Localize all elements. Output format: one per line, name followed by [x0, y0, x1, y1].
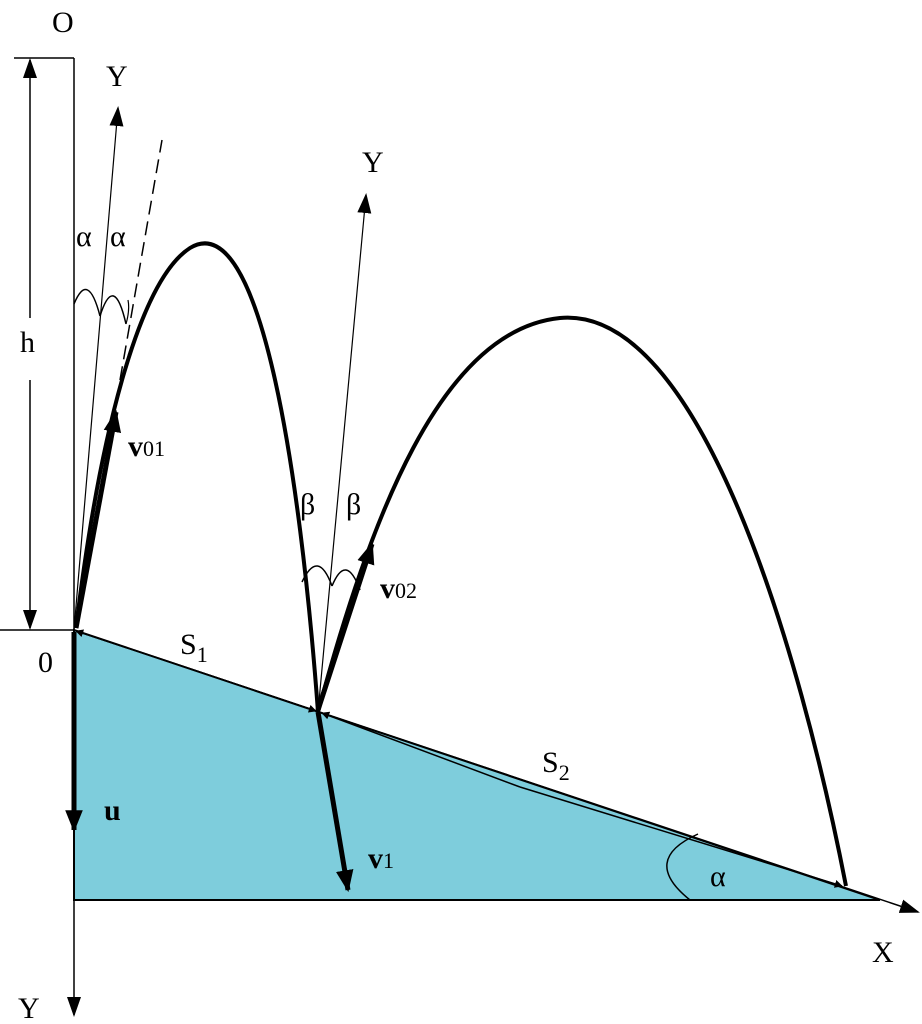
- beta-arc-left: [301, 565, 333, 587]
- height-label: h: [20, 326, 35, 359]
- origin-top-label: O: [52, 6, 74, 39]
- trajectory-2: [316, 315, 848, 887]
- y-axis-1-label: Y: [106, 60, 128, 93]
- y-axis-1: [73, 106, 124, 631]
- u-label: u: [104, 794, 121, 827]
- v1-label: v1: [368, 842, 394, 875]
- v02-label: v02: [380, 572, 417, 605]
- trajectory-1: [74, 241, 320, 713]
- v1-arrow: [315, 711, 354, 893]
- y-axis-2-label: Y: [362, 146, 384, 179]
- beta-left-label: β: [300, 488, 315, 521]
- alpha-incline-label: α: [710, 860, 726, 893]
- s1-segment-arrow-a: [75, 629, 171, 663]
- incline-angle-arc: [666, 833, 699, 901]
- s2-label: S2: [542, 746, 570, 785]
- alpha-arc-right: [99, 295, 127, 325]
- y-axis-2: [317, 193, 372, 713]
- dashed-reflection-line: [119, 139, 163, 381]
- origin-zero-label: 0: [38, 646, 53, 679]
- alpha-right-label: α: [110, 220, 126, 253]
- s1-label: S1: [180, 628, 208, 667]
- alpha-arc-right-2: [125, 299, 130, 325]
- v01-label: v01: [128, 430, 165, 463]
- x-axis-label: X: [872, 936, 894, 969]
- s2-segment-arrow-a: [321, 711, 521, 788]
- beta-arc-right: [331, 569, 361, 591]
- alpha-left-label: α: [76, 220, 92, 253]
- v02-arrow: [315, 541, 375, 711]
- beta-right-label: β: [346, 488, 361, 521]
- y-axis-bottom-label: Y: [18, 992, 40, 1024]
- s2-segment-arrow-b: [519, 786, 843, 888]
- v01-arrow: [73, 409, 122, 629]
- alpha-arc-left: [73, 288, 101, 317]
- s1-segment-arrow-b: [169, 661, 317, 713]
